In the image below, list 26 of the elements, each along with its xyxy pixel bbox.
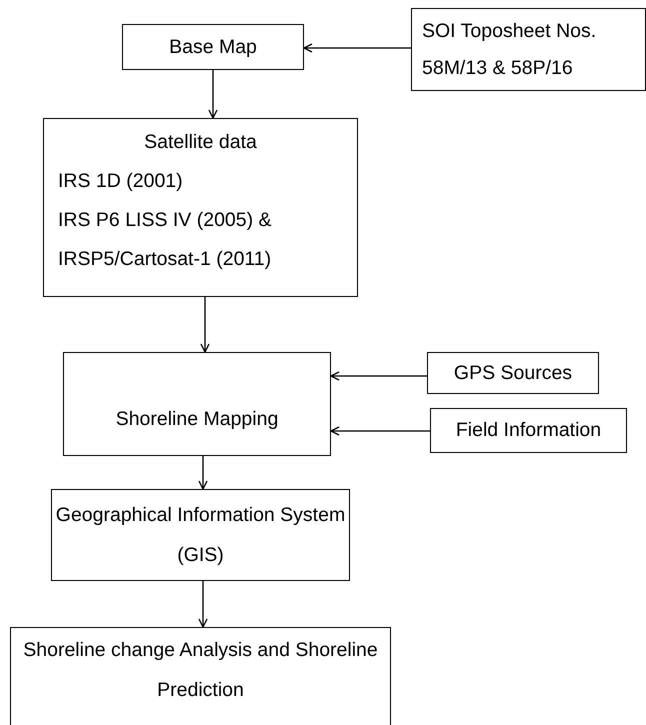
output-box [10,627,391,725]
box-label: SOI Toposheet Nos. 58M/13 & 58P/16 [422,18,598,80]
arrow [330,371,427,381]
arrow [208,70,218,119]
input-box [427,352,599,394]
box-label: IRS 1D (2001) [58,169,184,194]
box-label: Field Information [454,419,602,442]
source-box [411,8,646,91]
box-label: IRSP5/Cartosat-1 (2011) [58,247,272,272]
process-box [122,24,304,70]
arrow [200,297,210,353]
data-box [43,118,358,297]
box-label: Shoreline Mapping [114,408,280,430]
box-label: GPS Sources [452,362,574,384]
box-heading: Satellite data [143,130,258,155]
box-label: Shoreline change Analysis and Shoreline Prediction [22,638,379,703]
arrow [303,43,411,53]
arrow [198,581,208,628]
box-label: Base Map [168,36,258,58]
arrow [330,426,430,436]
input-box [430,408,627,453]
box-label: IRS P6 LISS IV (2005) & [58,208,273,233]
process-box [51,489,350,581]
process-box [63,352,331,456]
arrow [198,456,208,490]
box-label: Geographical Information System (GIS) [54,503,346,568]
